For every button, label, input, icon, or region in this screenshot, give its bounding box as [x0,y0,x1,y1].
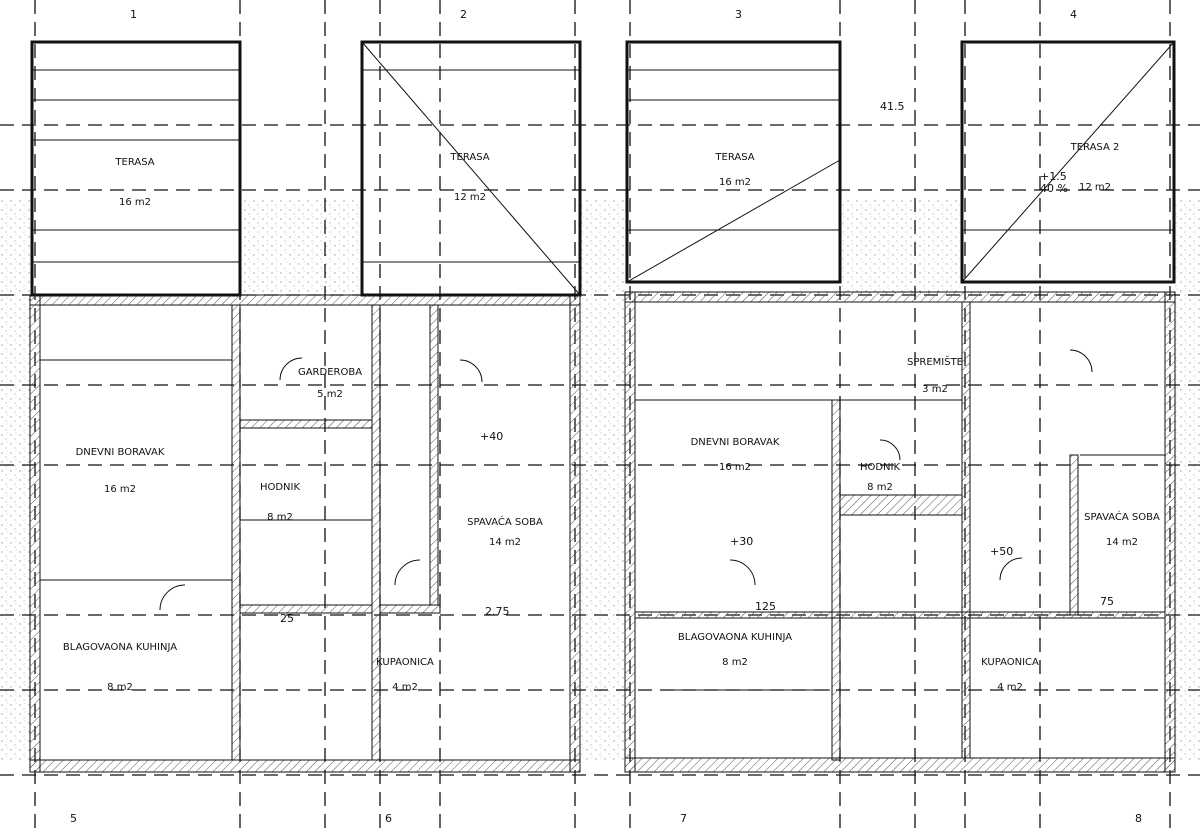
dimension-text: +50 [990,545,1013,558]
dimension-text: 75 [1100,595,1114,608]
room-name: HODNIK [260,482,301,493]
gravel-area [580,200,625,760]
gravel-area [840,200,960,295]
room-area: 4 m2 [392,682,418,693]
dimension-text: 125 [755,600,776,613]
right-unit-walls [624,291,1176,773]
room-area: 14 m2 [489,537,521,548]
right-terrace-1 [625,40,842,284]
room-area: 8 m2 [722,657,748,668]
room-area: 12 m2 [454,192,486,203]
room-name: KUPAONICA [981,657,1039,668]
room-area: 16 m2 [719,177,751,188]
room-area: 16 m2 [104,484,136,495]
dimension-text: +30 [730,535,753,548]
room-area: 12 m2 [1079,182,1111,193]
room-name: BLAGOVAONA KUHINJA [678,632,792,643]
dimension-text: +1.5 [1040,170,1067,183]
room-area: 5 m2 [317,389,343,400]
left-terrace-2 [360,40,582,297]
right-terrace-2 [960,40,1176,284]
room-name: TERASA [449,152,489,163]
room-area: 14 m2 [1106,537,1138,548]
room-area: 16 m2 [719,462,751,473]
room-area: 8 m2 [107,682,133,693]
dimension-text: 2.75 [485,605,510,618]
room-name: TERASA [714,152,754,163]
dimension-text: 40 % [1040,182,1068,195]
room-area: 8 m2 [867,482,893,493]
gravel-area [0,200,30,760]
room-name: HODNIK [860,462,901,473]
dimension-text: 41.5 [880,100,905,113]
room-area: 16 m2 [119,197,151,208]
room-name: GARDEROBA [298,367,362,378]
room-name: DNEVNI BORAVAK [76,447,165,458]
axis-label: 6 [385,812,392,825]
room-name: DNEVNI BORAVAK [691,437,780,448]
room-name: TERASA [114,157,154,168]
axis-label: 8 [1135,812,1142,825]
gravel-area [240,200,360,295]
axis-label: 1 [130,8,137,21]
room-name: SPAVAĆA SOBA [467,515,543,528]
room-area: 3 m2 [922,384,948,395]
axis-label: 7 [680,812,687,825]
gravel-area [1175,200,1200,760]
left-unit-walls [29,294,581,773]
axis-label: 3 [735,8,742,21]
room-name: SPREMIŠTE [907,355,963,368]
room-name: KUPAONICA [376,657,434,668]
axis-label: 4 [1070,8,1077,21]
axis-label: 2 [460,8,467,21]
dimension-text: 25 [280,612,294,625]
dimension-text: +40 [480,430,503,443]
axis-label: 5 [70,812,77,825]
left-terrace-1 [30,40,242,297]
room-area: 8 m2 [267,512,293,523]
door-swings [159,349,1093,611]
room-name: TERASA 2 [1070,142,1120,153]
room-area: 4 m2 [997,682,1023,693]
room-name: SPAVAĆA SOBA [1084,510,1160,523]
room-name: BLAGOVAONA KUHINJA [63,642,177,653]
